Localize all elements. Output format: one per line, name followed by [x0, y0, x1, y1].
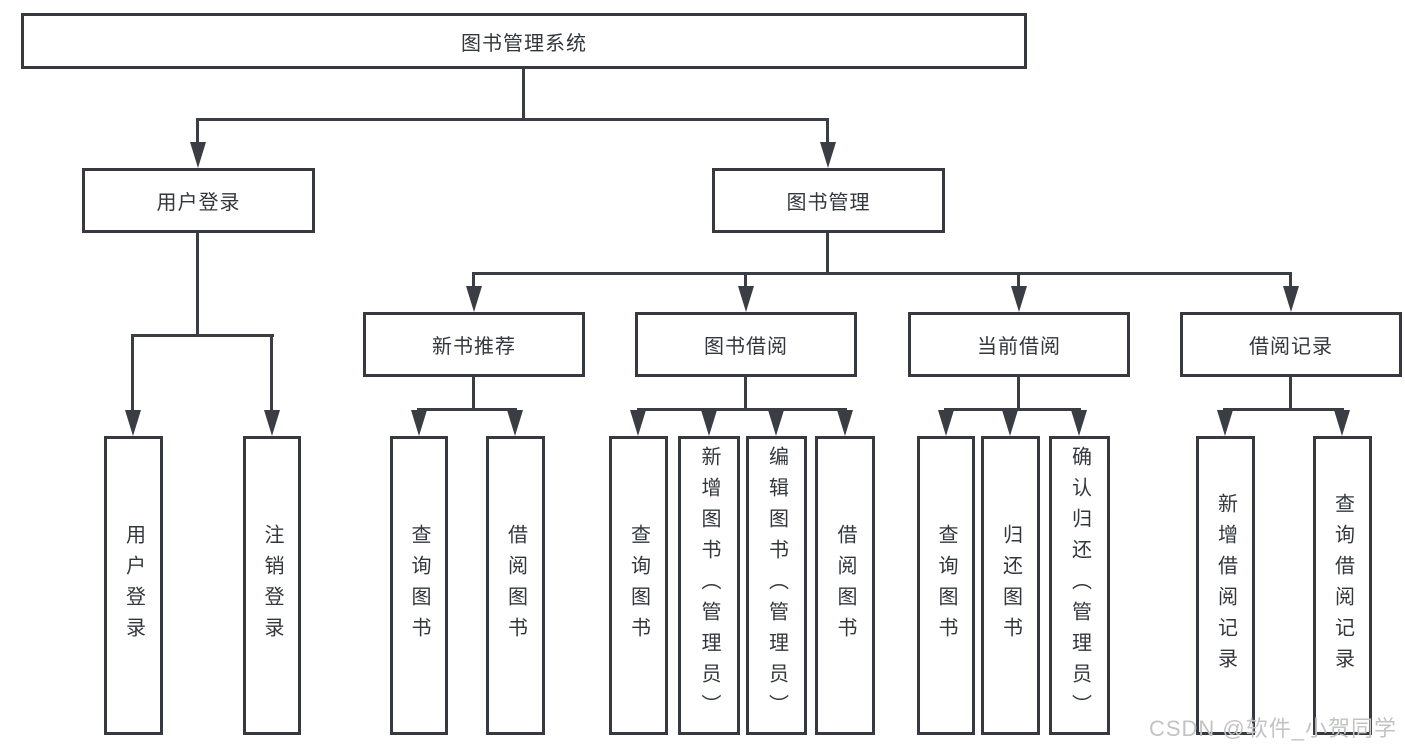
node-user-login-label: 用户登录 [156, 192, 241, 214]
arrowhead-icon [507, 410, 523, 436]
node-new-book-recommend-label: 新书推荐 [432, 336, 516, 358]
node-book-management: 图书管理 [712, 168, 945, 233]
connector-line [1017, 377, 1020, 410]
arrowhead-icon [630, 410, 646, 436]
arrowhead-icon [125, 410, 141, 436]
node-book-borrow: 图书借阅 [635, 312, 857, 377]
connector-line [826, 118, 829, 146]
leaf-label: 查询图书 [627, 523, 650, 648]
connector-line [1289, 272, 1292, 288]
csdn-watermark: CSDN @软件_小贺同学 [1148, 716, 1397, 741]
connector-line [1289, 377, 1292, 410]
arrowhead-icon [738, 286, 754, 312]
leaf-label: 查询图书 [408, 523, 430, 648]
connector-line [132, 334, 274, 337]
arrowhead-icon [938, 410, 954, 436]
node-root: 图书管理系统 [21, 13, 1027, 69]
leaf-label: 确认归还（管理员） [1068, 446, 1091, 725]
arrowhead-icon [411, 410, 427, 436]
node-root-label: 图书管理系统 [461, 32, 587, 55]
connector-line [1223, 408, 1344, 411]
leaf-label: 编辑图书（管理员） [765, 446, 788, 725]
arrowhead-icon [466, 286, 482, 312]
connector-line [472, 272, 475, 288]
leaf-add-book-admin: 新增图书（管理员） [678, 436, 740, 735]
connector-line [1017, 272, 1020, 288]
arrowhead-icon [1217, 410, 1233, 436]
arrowhead-icon [1283, 286, 1299, 312]
node-new-book-recommend: 新书推荐 [363, 312, 585, 377]
node-book-management-label: 图书管理 [786, 192, 871, 214]
leaf-edit-book-admin: 编辑图书（管理员） [746, 436, 807, 735]
connector-line [131, 334, 134, 412]
connector-line [270, 334, 273, 412]
connector-line [944, 408, 1081, 411]
connector-line [744, 377, 747, 410]
leaf-query-book-3: 查询图书 [917, 436, 975, 735]
node-current-borrow: 当前借阅 [908, 312, 1130, 377]
connector-line [522, 69, 525, 119]
arrowhead-icon [1071, 410, 1087, 436]
leaf-logout: 注销登录 [243, 436, 301, 735]
connector-line [472, 272, 1292, 275]
connector-line [472, 377, 475, 410]
leaf-label: 归还图书 [999, 523, 1022, 648]
leaf-query-borrow-record: 查询借阅记录 [1313, 436, 1372, 735]
arrowhead-icon [768, 410, 784, 436]
leaf-label: 注销登录 [261, 523, 283, 648]
leaf-query-book-2: 查询图书 [609, 436, 668, 735]
connector-line [196, 118, 829, 121]
node-user-login: 用户登录 [82, 168, 315, 233]
connector-line [196, 118, 199, 146]
leaf-label: 查询借阅记录 [1331, 492, 1354, 679]
leaf-label: 用户登录 [122, 523, 145, 648]
node-book-borrow-label: 图书借阅 [704, 336, 788, 358]
node-current-borrow-label: 当前借阅 [977, 336, 1061, 358]
leaf-borrow-book-2: 借阅图书 [815, 436, 875, 735]
leaf-label: 查询图书 [935, 523, 957, 648]
node-borrow-records-label: 借阅记录 [1249, 336, 1333, 358]
connector-line [744, 272, 747, 288]
leaf-confirm-return-admin: 确认归还（管理员） [1049, 436, 1110, 735]
arrowhead-icon [820, 142, 836, 168]
arrowhead-icon [1334, 410, 1350, 436]
arrowhead-icon [837, 410, 853, 436]
node-borrow-records: 借阅记录 [1180, 312, 1402, 377]
leaf-borrow-book-1: 借阅图书 [486, 436, 545, 735]
arrowhead-icon [701, 410, 717, 436]
arrowhead-icon [1011, 286, 1027, 312]
leaf-label: 新增借阅记录 [1214, 492, 1237, 679]
connector-line [196, 233, 199, 334]
connector-line [637, 408, 847, 411]
leaf-label: 借阅图书 [834, 523, 856, 648]
arrowhead-icon [190, 142, 206, 168]
leaf-add-borrow-record: 新增借阅记录 [1196, 436, 1255, 735]
connector-line [418, 408, 517, 411]
connector-line [826, 233, 829, 274]
leaf-query-book-1: 查询图书 [390, 436, 448, 735]
arrowhead-icon [264, 410, 280, 436]
leaf-return-book: 归还图书 [981, 436, 1040, 735]
leaf-user-login: 用户登录 [104, 436, 163, 735]
arrowhead-icon [1002, 410, 1018, 436]
leaf-label: 新增图书（管理员） [698, 446, 720, 725]
leaf-label: 借阅图书 [504, 523, 527, 648]
